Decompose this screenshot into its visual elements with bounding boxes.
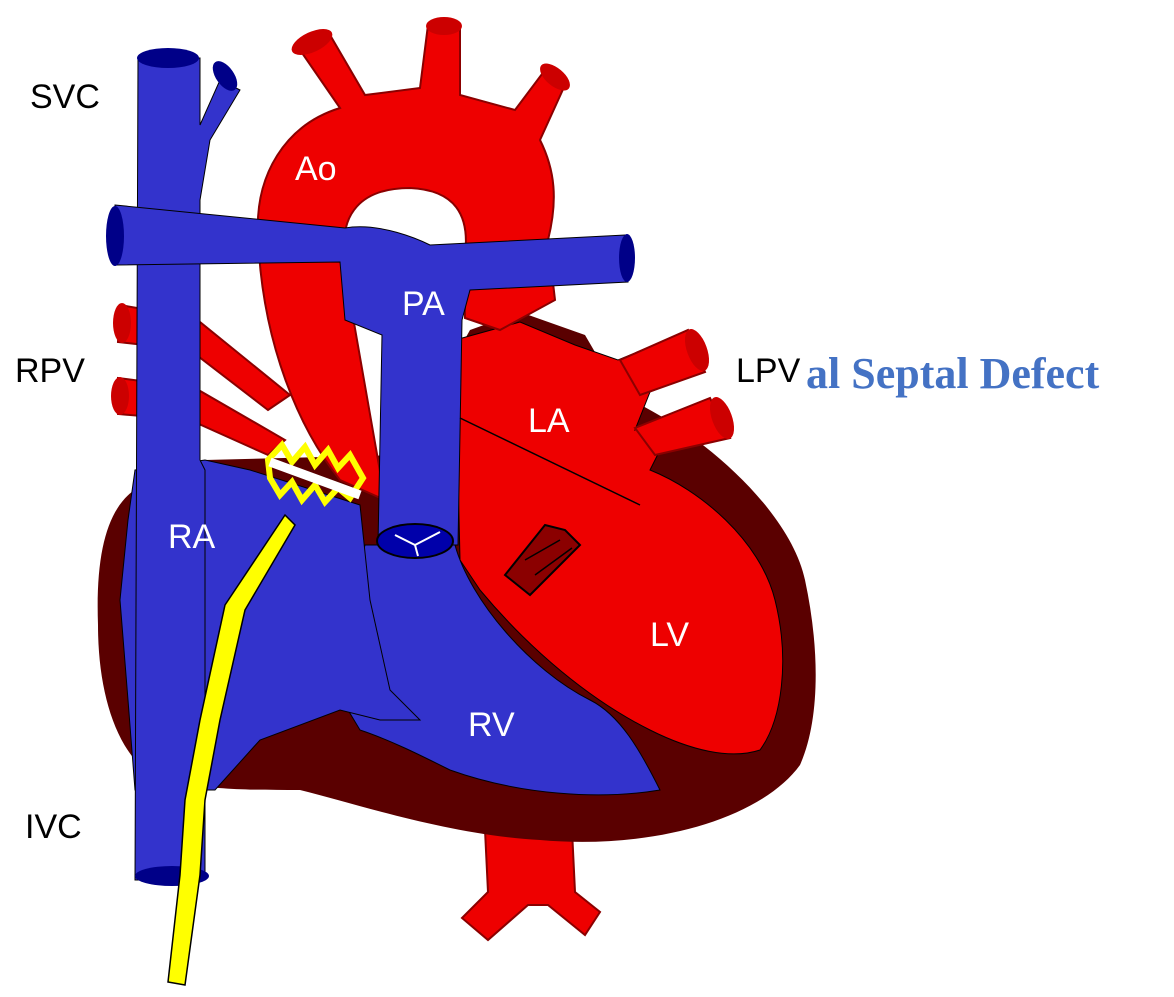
pulmonary-valve (377, 524, 453, 558)
rpv-vein-lower-end (111, 377, 129, 415)
label-lpv: LPV (736, 352, 801, 390)
aorta-branch-2-end (426, 17, 462, 35)
label-rv: RV (468, 706, 515, 744)
rpv-vein-upper-end (113, 303, 131, 343)
label-ao: Ao (295, 150, 337, 188)
label-lv: LV (650, 616, 689, 654)
label-rpv: RPV (15, 352, 85, 390)
label-la: LA (528, 402, 570, 440)
label-svc: SVC (30, 78, 100, 116)
descending-aorta (462, 830, 600, 940)
rpa-opening (106, 206, 124, 266)
svc-opening (137, 48, 199, 68)
label-pa: PA (402, 285, 445, 323)
lpa-opening (619, 234, 635, 282)
label-ra: RA (168, 518, 216, 556)
label-ivc: IVC (25, 808, 82, 846)
